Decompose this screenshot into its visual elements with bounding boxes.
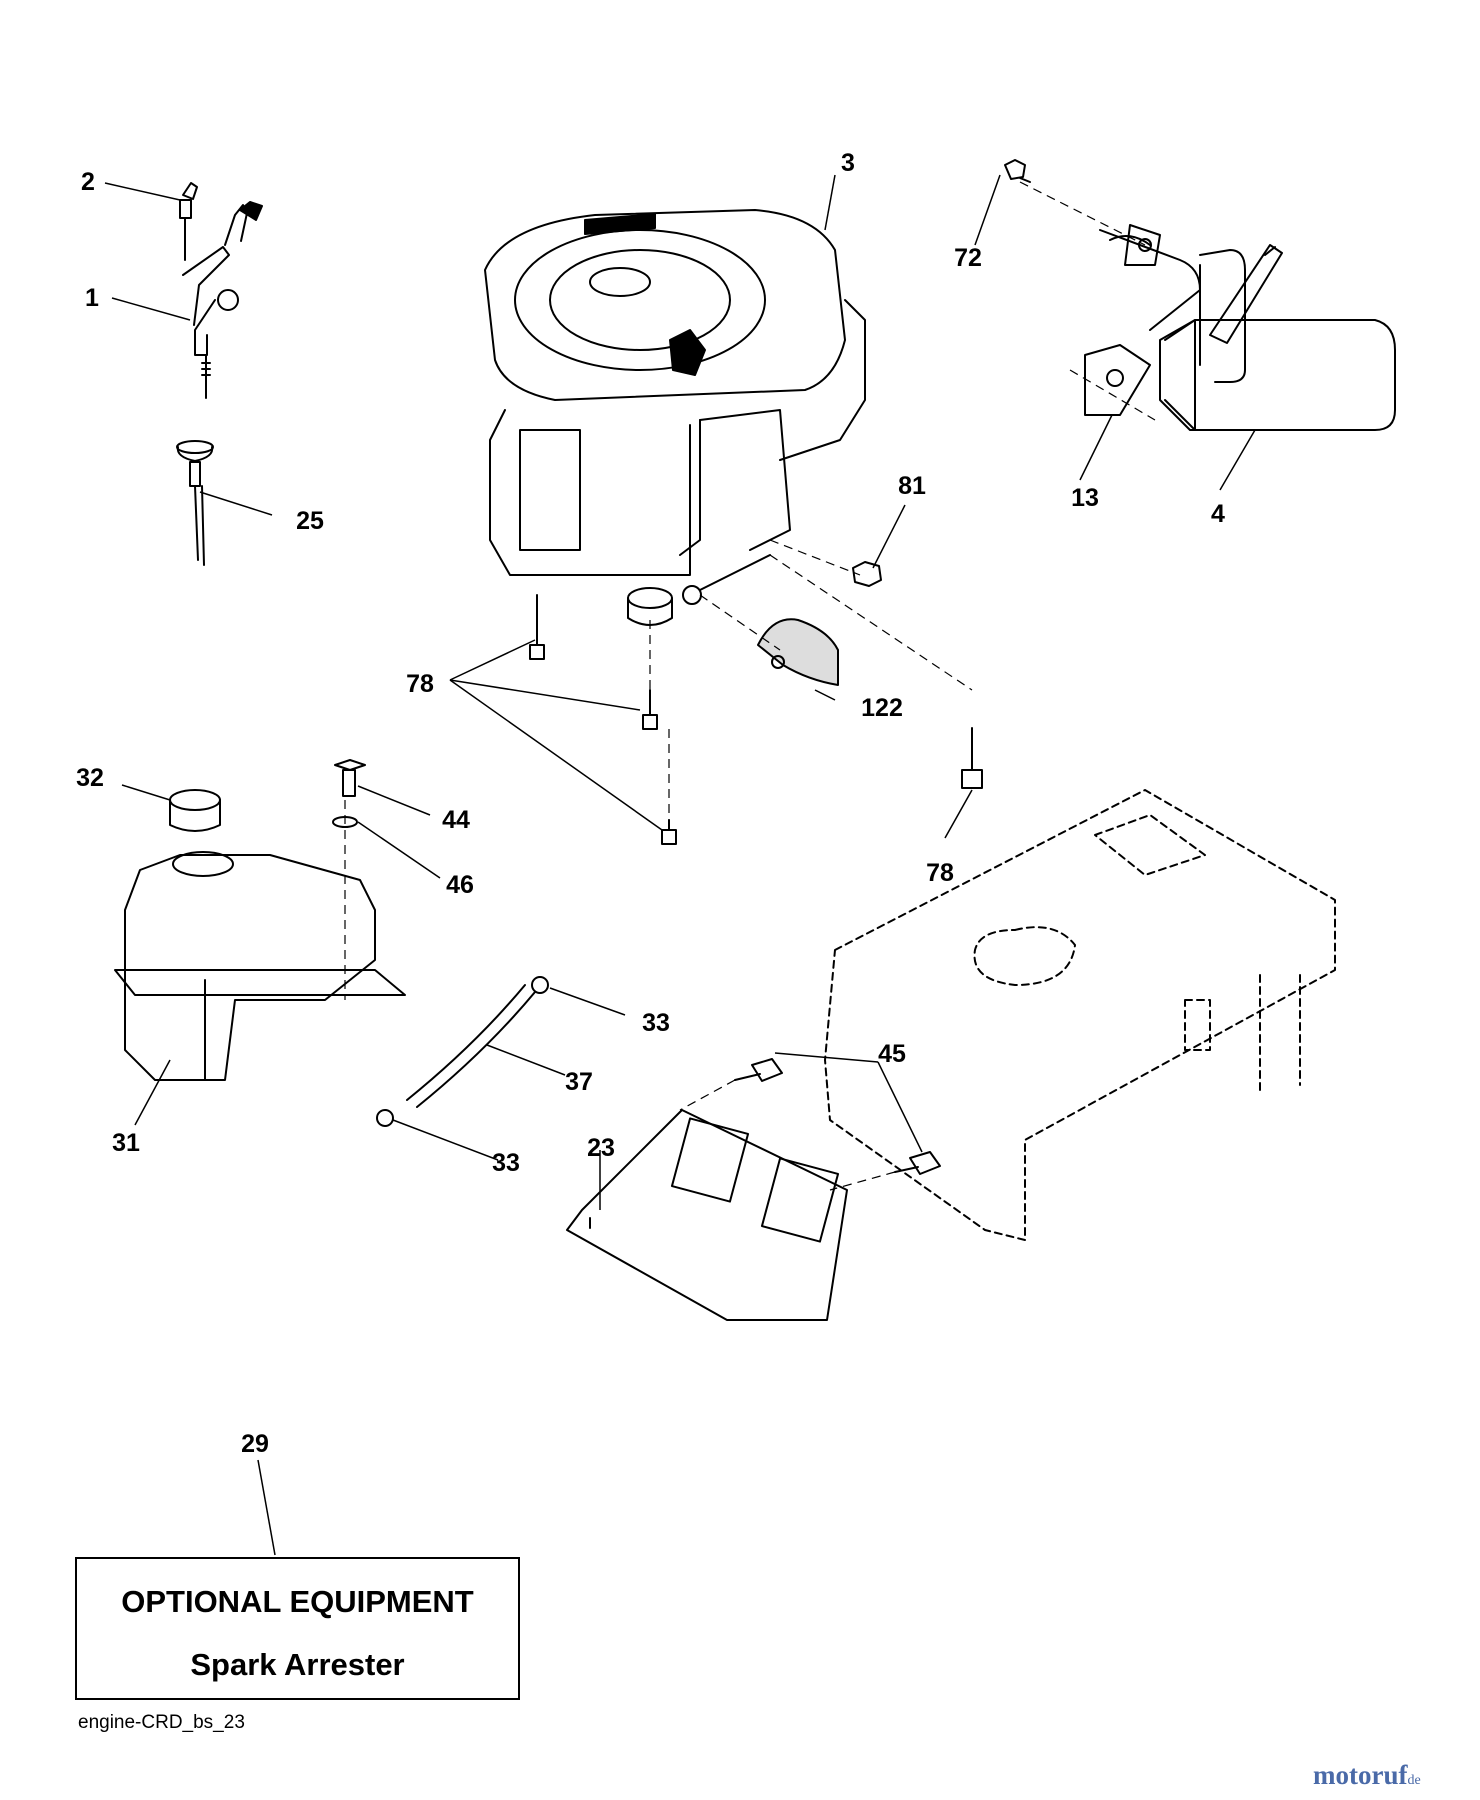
callout-13: 13 — [1071, 484, 1099, 512]
callout-33-upper: 33 — [642, 1009, 670, 1037]
callout-1: 1 — [85, 284, 99, 312]
optional-equipment-title: OPTIONAL EQUIPMENT — [121, 1584, 474, 1619]
callout-45: 45 — [878, 1040, 906, 1068]
callout-46: 46 — [446, 871, 474, 899]
deflector-plate[interactable] — [566, 1109, 848, 1321]
callout-81: 81 — [898, 472, 926, 500]
fuel-line[interactable] — [406, 984, 536, 1108]
callout-4: 4 — [1211, 500, 1225, 528]
watermark-brand: motoruf — [1313, 1760, 1408, 1790]
fuel-tank[interactable] — [114, 851, 406, 1081]
callout-44: 44 — [442, 806, 470, 834]
engine-bolts[interactable] — [529, 594, 983, 845]
callout-72: 72 — [954, 244, 982, 272]
callout-32: 32 — [76, 764, 104, 792]
deflector-bolts[interactable] — [734, 1058, 941, 1175]
hose-clamp-lower[interactable] — [376, 1109, 394, 1127]
exhaust-gasket[interactable] — [1084, 224, 1161, 416]
engine-mounting-plate — [824, 789, 1336, 1241]
callout-78-lower: 78 — [926, 859, 954, 887]
engine-nut[interactable] — [852, 561, 882, 587]
optional-equipment-item: Spark Arrester — [190, 1647, 405, 1682]
callout-3: 3 — [841, 149, 855, 177]
optional-equipment-box: OPTIONAL EQUIPMENT Spark Arrester — [75, 1557, 520, 1700]
callout-25: 25 — [296, 507, 324, 535]
heat-shield[interactable] — [757, 618, 839, 686]
callout-labels: 1 2 3 4 13 23 25 29 31 32 33 33 37 44 45… — [76, 149, 1225, 1458]
diagram-code: engine-CRD_bs_23 — [78, 1712, 245, 1733]
watermark-tld: de — [1407, 1773, 1421, 1788]
muffler-bolt[interactable] — [1004, 159, 1031, 183]
callout-37: 37 — [565, 1068, 593, 1096]
callout-78-upper: 78 — [406, 670, 434, 698]
callout-31: 31 — [112, 1129, 140, 1157]
callout-2: 2 — [81, 168, 95, 196]
callout-23: 23 — [587, 1134, 615, 1162]
choke-knob[interactable] — [176, 440, 214, 566]
callout-122: 122 — [861, 694, 903, 722]
fuel-cap[interactable] — [169, 789, 221, 832]
tank-screw[interactable] — [334, 759, 366, 797]
alignment-lines — [344, 181, 1156, 1191]
callout-33-lower: 33 — [492, 1149, 520, 1177]
callout-29: 29 — [241, 1430, 269, 1458]
leader-lines — [104, 174, 1256, 1556]
muffler[interactable] — [1099, 229, 1396, 431]
watermark-logo: motorufde — [1313, 1760, 1421, 1791]
hose-clamp-upper[interactable] — [531, 976, 549, 994]
throttle-control[interactable] — [179, 182, 263, 399]
engine-assembly[interactable] — [484, 209, 866, 626]
